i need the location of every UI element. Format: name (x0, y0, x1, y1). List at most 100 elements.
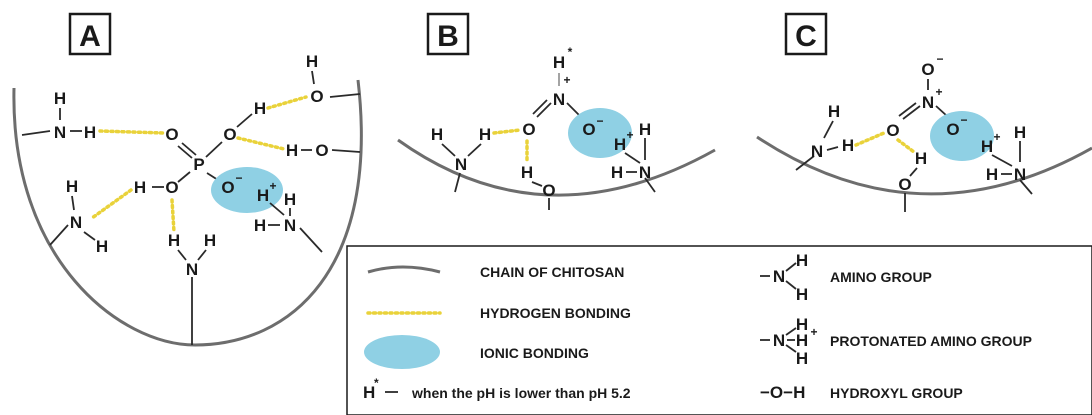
atom-label: H (639, 120, 651, 139)
atom-label: * (374, 376, 379, 390)
hbond (492, 128, 522, 135)
covalent-bond (441, 143, 456, 157)
legend-ionic-label: IONIC BONDING (480, 345, 589, 361)
panel-b-label-box (426, 12, 470, 56)
hbond (98, 129, 166, 135)
covalent-bond (467, 143, 482, 157)
panel-c-label: C (795, 20, 817, 53)
atom-label: H (521, 163, 533, 182)
atom-label: O (165, 178, 178, 197)
covalent-bond (331, 149, 361, 153)
covalent-bond (898, 102, 917, 117)
hbond (170, 198, 176, 234)
atom-label: O (946, 120, 959, 139)
atom-label: N (186, 260, 198, 279)
covalent-bond (909, 167, 918, 177)
atom-label: N (455, 155, 467, 174)
hbond (266, 95, 308, 110)
covalent-bond (269, 202, 285, 216)
covalent-bond (566, 102, 581, 117)
atom-label: O (921, 60, 934, 79)
legend-hydroxyl-symbol: −O−H (760, 383, 805, 402)
legend-protonated-label: PROTONATED AMINO GROUP (830, 333, 1032, 349)
legend-ionic-swatch (364, 335, 440, 369)
covalent-bond (624, 152, 641, 164)
atom-label: + (810, 325, 817, 339)
panel-b-ionic-bond (568, 108, 632, 158)
atom-label: O (522, 120, 535, 139)
legend-protonated-symbol: N H H + H (760, 315, 818, 368)
covalent-bond (823, 120, 834, 139)
panel-a-chitosan-chain (12, 79, 363, 347)
panel-c-ionic-bond (930, 111, 994, 161)
covalent-bond (21, 130, 51, 136)
covalent-bond (644, 177, 656, 193)
atom-label: H (1014, 123, 1026, 142)
hbond (896, 138, 916, 154)
atom-label: * (568, 45, 573, 59)
atom-label: H (796, 331, 808, 350)
atom-label: H (479, 125, 491, 144)
atom-label: H (611, 163, 623, 182)
legend-hstar-note: when the pH is lower than pH 5.2 (411, 385, 631, 401)
legend-amino-symbol: N H H (760, 251, 808, 304)
atom-label: O (223, 125, 236, 144)
atom-label: O (315, 141, 328, 160)
atom-label: H (96, 237, 108, 256)
covalent-bond (181, 142, 197, 156)
atom-label: − (936, 52, 943, 66)
covalent-bond (785, 280, 797, 290)
panel-a: A H N H O P O H O H O − H + N (12, 12, 363, 347)
atom-label: H (286, 141, 298, 160)
covalent-bond (785, 262, 797, 272)
atom-label: H (828, 102, 840, 121)
atom-label: + (269, 179, 276, 193)
atom-label: H (204, 231, 216, 250)
hbond (236, 136, 286, 151)
panel-b: B H * + N O O − H + H H N H H N H O (397, 12, 716, 210)
covalent-bond (299, 227, 323, 253)
atom-label: N (773, 267, 785, 286)
atom-label: H (168, 231, 180, 250)
hbond (90, 188, 133, 220)
atom-label: N (1014, 165, 1026, 184)
covalent-bond (177, 145, 193, 159)
covalent-bond (785, 327, 797, 336)
atom-label: H (431, 125, 443, 144)
covalent-bond (71, 195, 75, 211)
atom-label: H (254, 216, 266, 235)
atom-label: H (796, 315, 808, 334)
atom-label: P (193, 155, 204, 174)
covalent-bond (205, 141, 223, 158)
panel-b-chitosan-chain (397, 138, 716, 197)
covalent-bond (311, 70, 315, 85)
covalent-bond (532, 99, 548, 115)
covalent-bond (991, 154, 1013, 167)
covalent-bond (902, 105, 921, 120)
atom-label: − (235, 171, 242, 185)
panel-c-label-box (784, 12, 828, 56)
atom-label: N (54, 123, 66, 142)
panel-c-chitosan-chain (756, 135, 1092, 196)
legend: CHAIN OF CHITOSAN HYDROGEN BONDING IONIC… (346, 245, 1092, 415)
atom-label: H (981, 137, 993, 156)
atom-label: O (221, 178, 234, 197)
atom-label: H (284, 190, 296, 209)
panel-a-ionic-bond (211, 167, 283, 213)
covalent-bond (454, 172, 461, 193)
atom-label: N (811, 142, 823, 161)
hbond (854, 131, 886, 147)
atom-label: H (842, 136, 854, 155)
covalent-bond (177, 249, 187, 261)
covalent-bond (236, 113, 253, 128)
legend-chain-label: CHAIN OF CHITOSAN (480, 264, 624, 280)
atom-label: − (596, 114, 603, 128)
covalent-bond (935, 105, 948, 117)
atom-label: H (306, 52, 318, 71)
atom-label: H (553, 53, 565, 72)
covalent-bond (83, 231, 96, 241)
atom-label: + (993, 130, 1000, 144)
atom-label: O (165, 125, 178, 144)
atom-label: O (542, 181, 555, 200)
